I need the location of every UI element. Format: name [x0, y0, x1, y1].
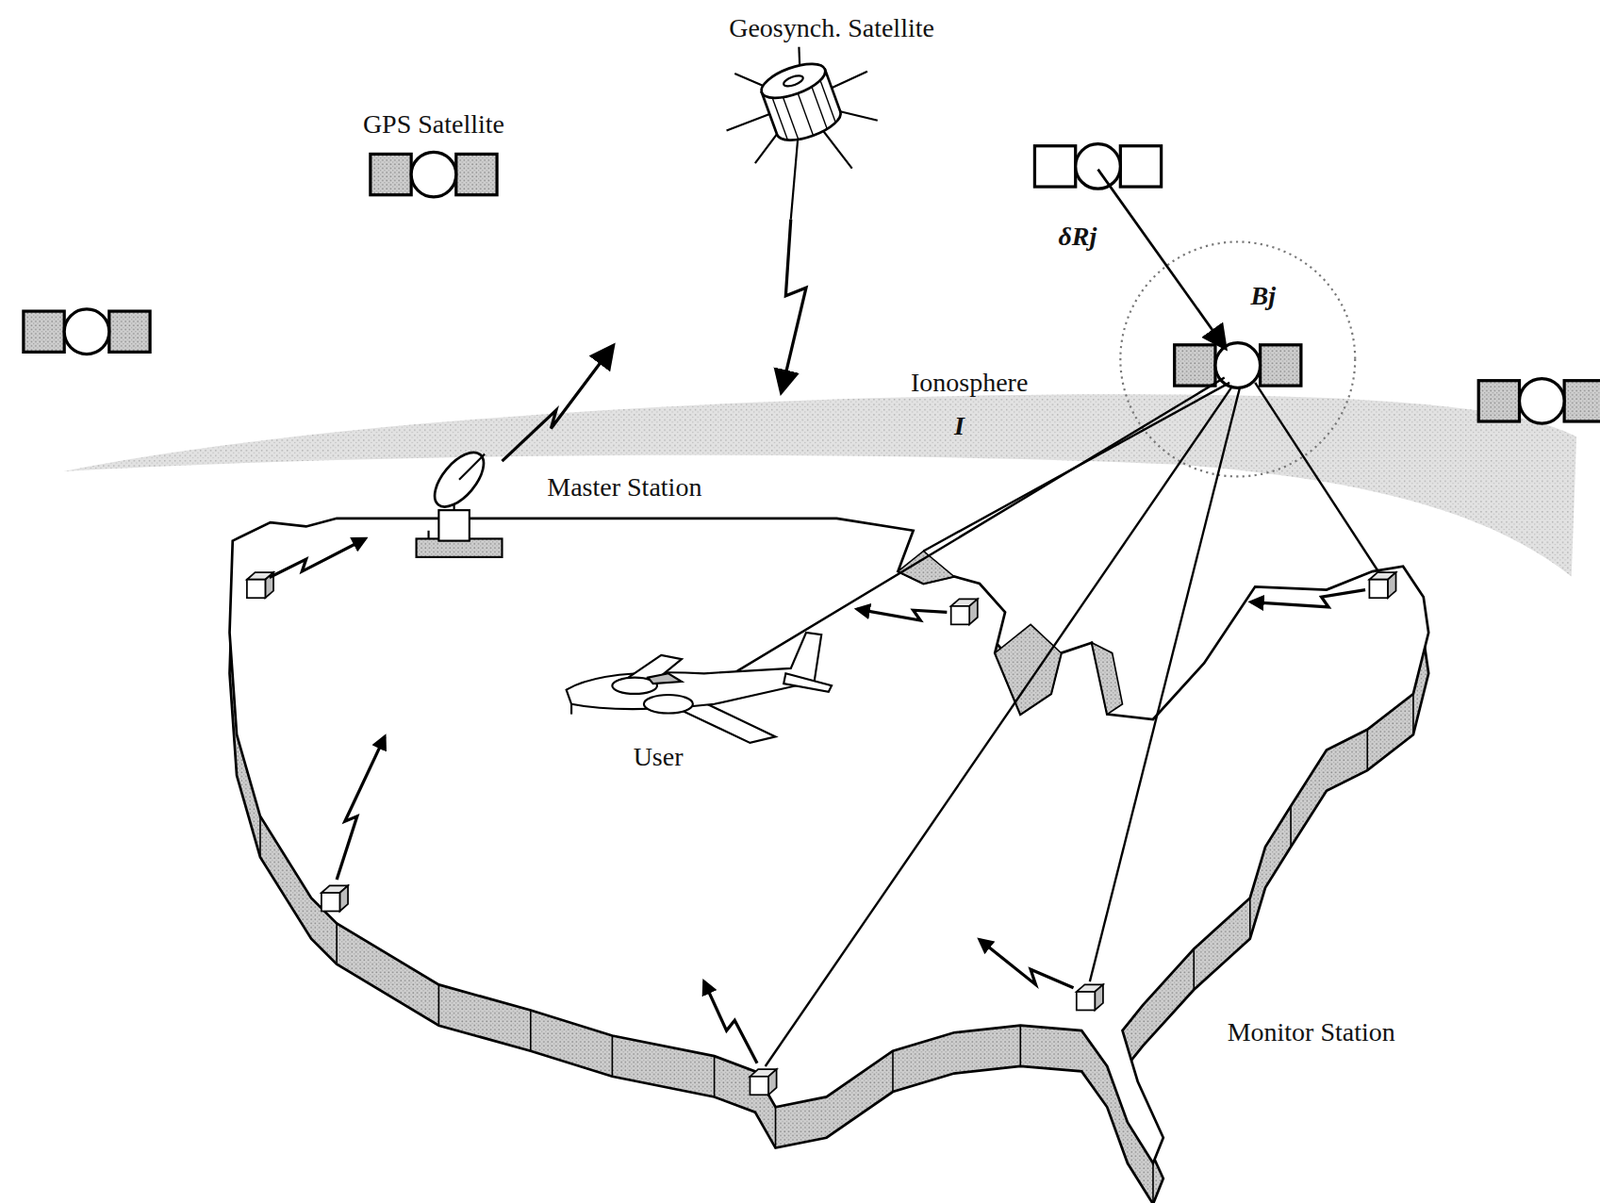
- monitor-station: [951, 598, 978, 625]
- geosynch-satellite: [726, 47, 878, 220]
- station-label: Monitor Station: [1224, 1018, 1399, 1048]
- gps-satellite: [1034, 144, 1161, 190]
- monitor-station: [749, 1069, 776, 1095]
- station-label: Master Station: [544, 473, 705, 503]
- user-aircraft: [566, 632, 832, 743]
- bound-circle: [1120, 241, 1355, 477]
- delta-arrow: [1098, 169, 1225, 347]
- us-map: [230, 518, 1430, 1203]
- user-label: User: [630, 742, 687, 773]
- satellite-label: GPS Satellite: [360, 110, 508, 140]
- radio-link: [269, 219, 1366, 1064]
- monitor-station: [1076, 984, 1104, 1010]
- monitor-station: [1369, 572, 1396, 598]
- gps-satellite: [370, 151, 497, 198]
- ionosphere-symbol: I: [951, 412, 968, 442]
- gps-satellite: [23, 309, 150, 355]
- ionosphere-band: [63, 394, 1577, 577]
- layer-label: Ionosphere: [907, 367, 1031, 397]
- satellite-label: Geosynch. Satellite: [725, 14, 938, 44]
- gps-satellite: [1478, 379, 1600, 425]
- range-error-symbol: δRj: [1055, 222, 1100, 252]
- master-station: [416, 444, 503, 558]
- bound-symbol: Bj: [1248, 280, 1279, 311]
- monitor-station: [321, 885, 348, 911]
- line-of-sight: [706, 377, 1380, 1067]
- gps-satellite: [1174, 343, 1302, 389]
